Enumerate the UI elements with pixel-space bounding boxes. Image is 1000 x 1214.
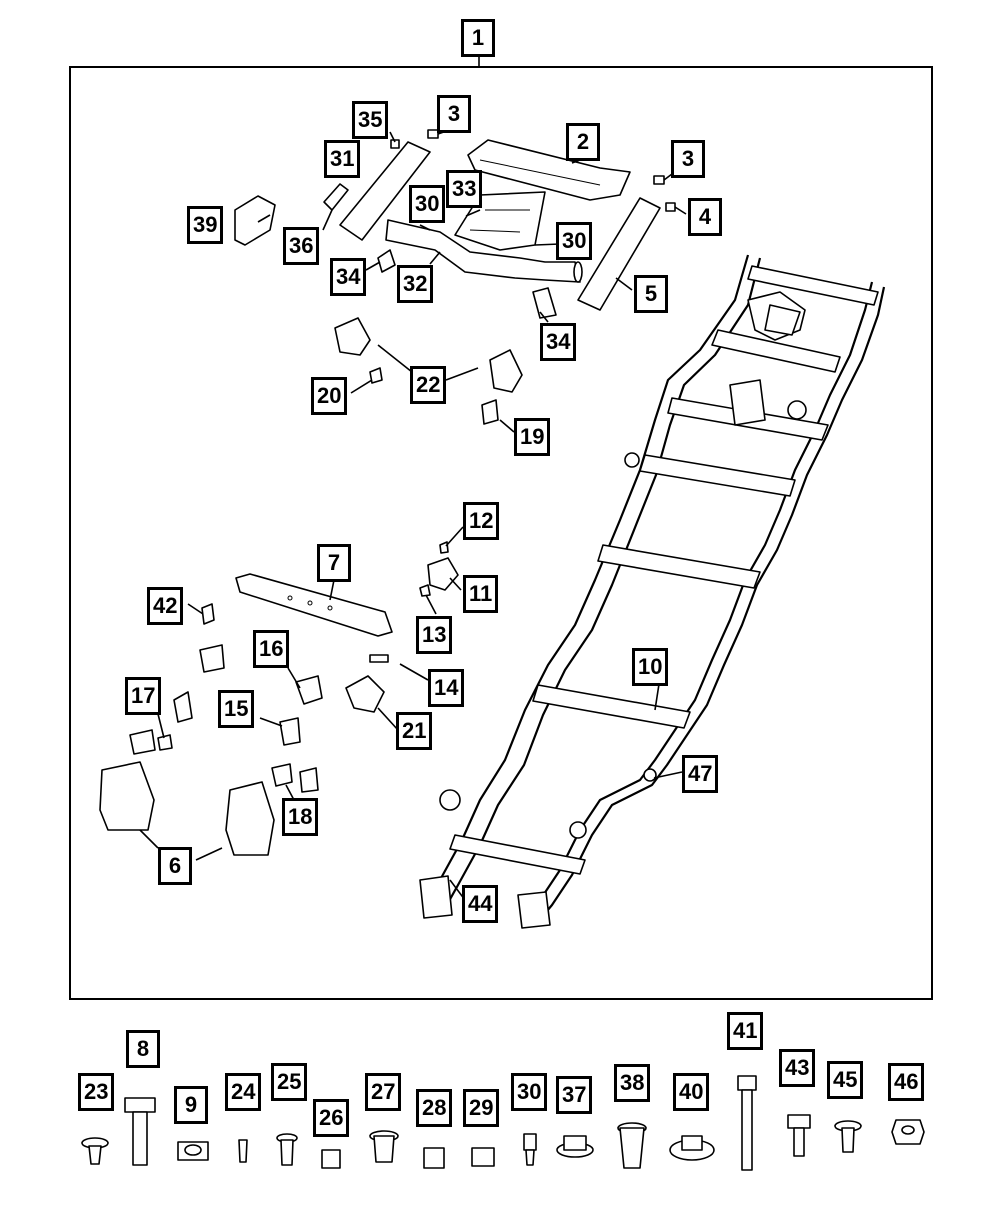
callout-31: 31 <box>324 140 361 178</box>
callout-17: 17 <box>125 677 162 715</box>
fastener-callout-28: 28 <box>416 1089 453 1127</box>
mount-22a <box>334 317 371 356</box>
fastener-callout-45: 45 <box>827 1061 864 1099</box>
bracket-17c <box>157 734 173 751</box>
callout-20: 20 <box>311 377 348 415</box>
callout-5: 5 <box>634 275 668 313</box>
bracket-35 <box>390 139 400 149</box>
callout-47: 47 <box>682 755 719 793</box>
crossmember-2 <box>467 139 631 201</box>
mount-21 <box>345 675 385 713</box>
bracket-42b <box>199 644 225 673</box>
frame-rail-31 <box>339 141 431 241</box>
fastener-callout-46: 46 <box>888 1063 925 1101</box>
callout-3: 3 <box>437 95 471 133</box>
bracket-15 <box>279 717 301 746</box>
crossmember-7 <box>235 573 393 637</box>
fastener-callout-40: 40 <box>673 1073 710 1111</box>
callout-34: 34 <box>330 258 367 296</box>
bracket-36 <box>323 183 349 211</box>
fastener-callout-24: 24 <box>225 1073 262 1111</box>
fastener-illustrations <box>81 1075 925 1171</box>
callout-18: 18 <box>282 798 319 836</box>
fastener-callout-30: 30 <box>511 1073 548 1111</box>
callout-1: 1 <box>461 19 495 57</box>
fastener-callout-27: 27 <box>365 1073 402 1111</box>
fastener-callout-37: 37 <box>556 1076 593 1114</box>
bracket-13 <box>419 584 431 597</box>
spacer-14 <box>369 654 389 663</box>
bracket-19 <box>481 399 499 425</box>
bracket-20 <box>369 367 383 384</box>
callout-15: 15 <box>218 690 255 728</box>
callout-3: 3 <box>671 140 705 178</box>
fastener-callout-26: 26 <box>313 1099 350 1137</box>
fastener-callout-8: 8 <box>126 1030 160 1068</box>
fastener-callout-29: 29 <box>463 1089 500 1127</box>
fastener-callout-9: 9 <box>174 1086 208 1124</box>
callout-10: 10 <box>632 648 669 686</box>
bracket-17b <box>129 729 156 755</box>
fastener-callout-38: 38 <box>614 1064 651 1102</box>
callout-21: 21 <box>396 712 433 750</box>
bracket-18a <box>271 763 293 787</box>
bracket-34b <box>532 287 557 319</box>
callout-7: 7 <box>317 544 351 582</box>
callout-30: 30 <box>409 185 446 223</box>
bracket-34a <box>377 249 396 273</box>
callout-42: 42 <box>147 587 184 625</box>
bracket-12 <box>439 541 449 554</box>
callout-34: 34 <box>540 323 577 361</box>
bracket-42 <box>201 603 215 625</box>
callout-32: 32 <box>397 265 434 303</box>
callout-11: 11 <box>463 575 499 613</box>
callout-2: 2 <box>566 123 600 161</box>
callout-6: 6 <box>158 847 192 885</box>
callout-12: 12 <box>463 502 500 540</box>
fastener-callout-23: 23 <box>78 1073 115 1111</box>
fastener-callout-43: 43 <box>779 1049 816 1087</box>
bracket-17a <box>173 691 193 723</box>
bracket-4 <box>665 202 676 212</box>
bracket-39 <box>234 195 276 246</box>
bracket-16 <box>295 675 323 705</box>
callout-14: 14 <box>428 669 465 707</box>
mount-6a <box>99 761 155 831</box>
callout-13: 13 <box>416 616 453 654</box>
transmission-crossmember-32 <box>385 219 583 283</box>
frame-rail-5 <box>577 197 661 311</box>
callout-33: 33 <box>446 170 483 208</box>
mount-6b <box>225 781 275 856</box>
callout-36: 36 <box>283 227 320 265</box>
fastener-callout-41: 41 <box>727 1012 764 1050</box>
callout-22: 22 <box>410 366 447 404</box>
fastener-callout-25: 25 <box>271 1063 308 1101</box>
callout-44: 44 <box>462 885 499 923</box>
callout-16: 16 <box>253 630 290 668</box>
callout-4: 4 <box>688 198 722 236</box>
callout-30: 30 <box>556 222 593 260</box>
callout-19: 19 <box>514 418 551 456</box>
chassis-frame <box>419 254 886 929</box>
bracket-18b <box>299 767 319 793</box>
bracket-3b <box>653 175 665 185</box>
diagram-frame <box>69 66 933 1000</box>
mount-22b <box>489 349 523 393</box>
mount-11 <box>427 557 459 591</box>
callout-39: 39 <box>187 206 224 244</box>
callout-35: 35 <box>352 101 389 139</box>
